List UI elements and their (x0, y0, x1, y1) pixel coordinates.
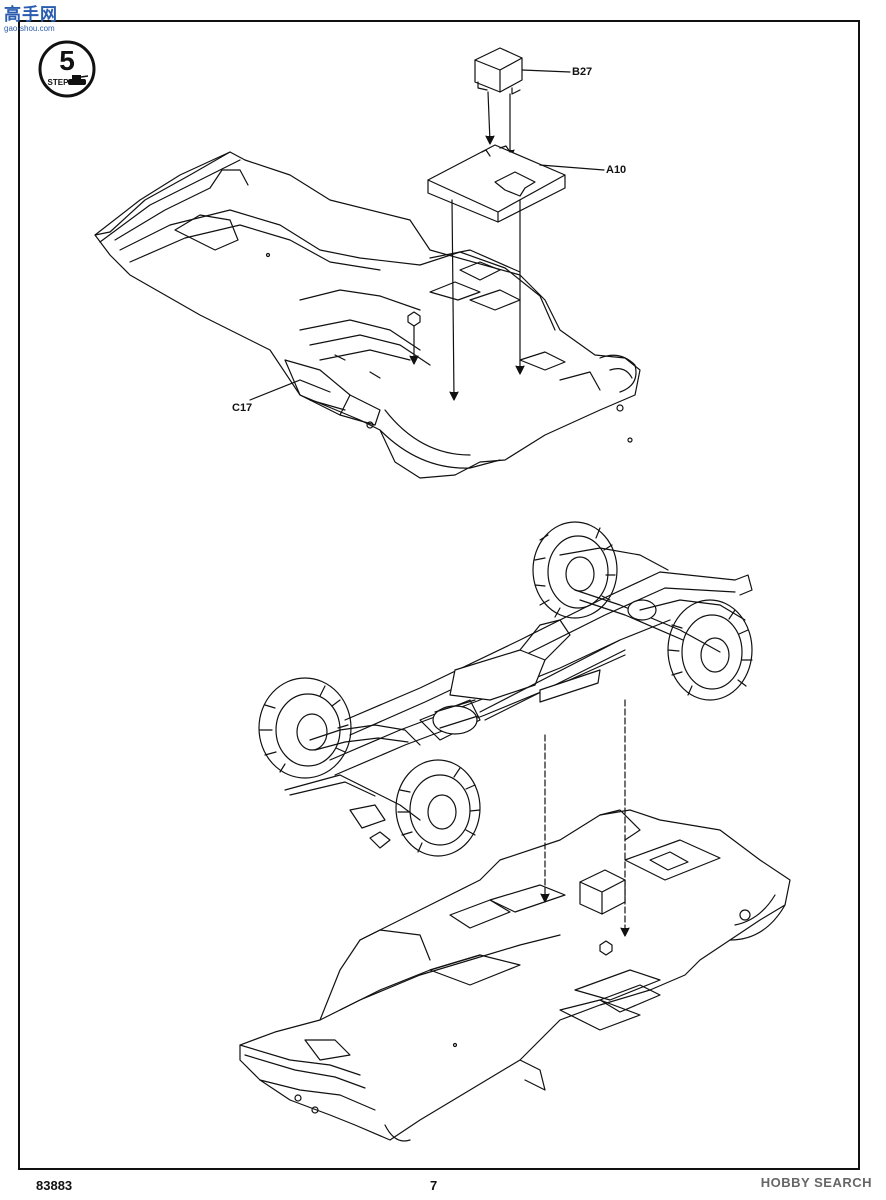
tank-icon (68, 75, 89, 85)
watermark: 高手网 gao-shou.com (4, 6, 68, 40)
leader-b27 (521, 69, 571, 73)
step-label: STEP (48, 78, 70, 87)
callout-b27: B27 (572, 66, 593, 78)
part-c17 (407, 311, 421, 365)
kit-number: 83883 (36, 1178, 73, 1193)
step-number: 5 (59, 45, 75, 76)
callout-c17: C17 (232, 402, 253, 414)
chassis (258, 521, 753, 857)
arrow-a10-floor (449, 199, 525, 401)
hobby-search-logo: HOBBY SEARCH (761, 1175, 872, 1190)
page-border (18, 20, 860, 1170)
floor-pan-top (94, 151, 641, 479)
callout-a10: A10 (606, 164, 627, 176)
part-b27 (474, 47, 523, 95)
source-logo-text: HOBBY SEARCH (760, 1175, 872, 1190)
part-a10 (427, 144, 566, 223)
watermark-title: 高手网 (4, 5, 58, 25)
page-number: 7 (430, 1178, 438, 1193)
leader-c17 (249, 379, 301, 401)
leader-a10 (539, 164, 605, 171)
watermark-url: gao-shou.com (4, 24, 55, 33)
floor-pan-bottom (239, 809, 791, 1142)
arrow-chassis-floor (544, 699, 626, 936)
step-badge: 5 STEP (38, 40, 96, 98)
